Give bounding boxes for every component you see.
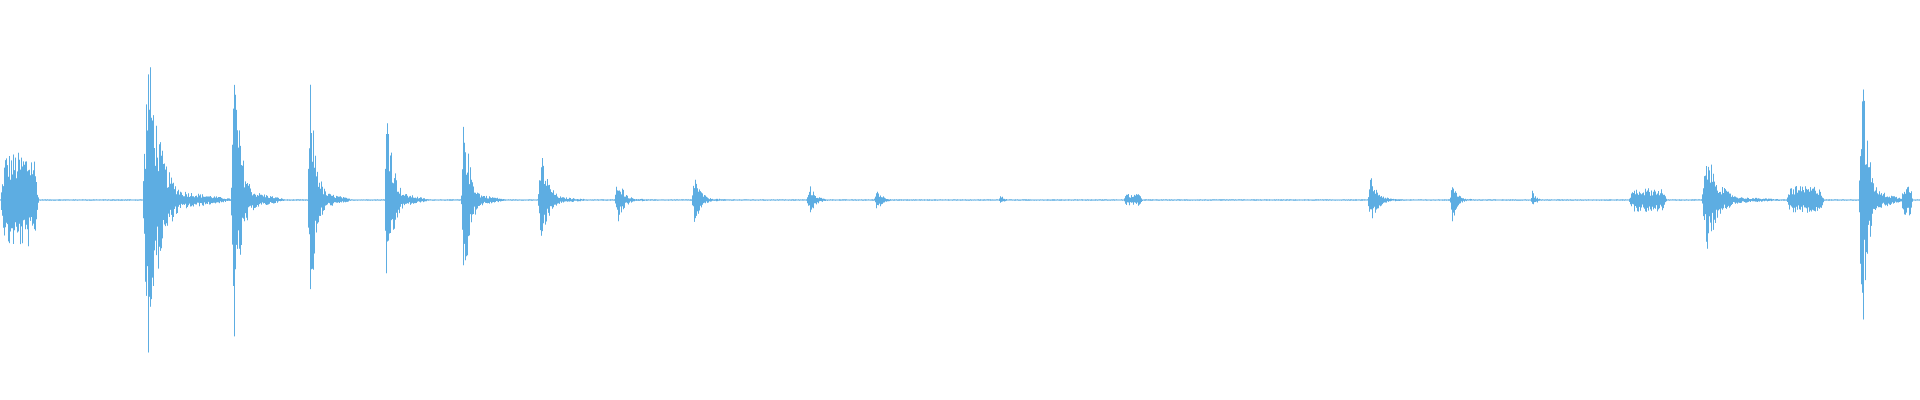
- waveform-samples: [0, 67, 1920, 353]
